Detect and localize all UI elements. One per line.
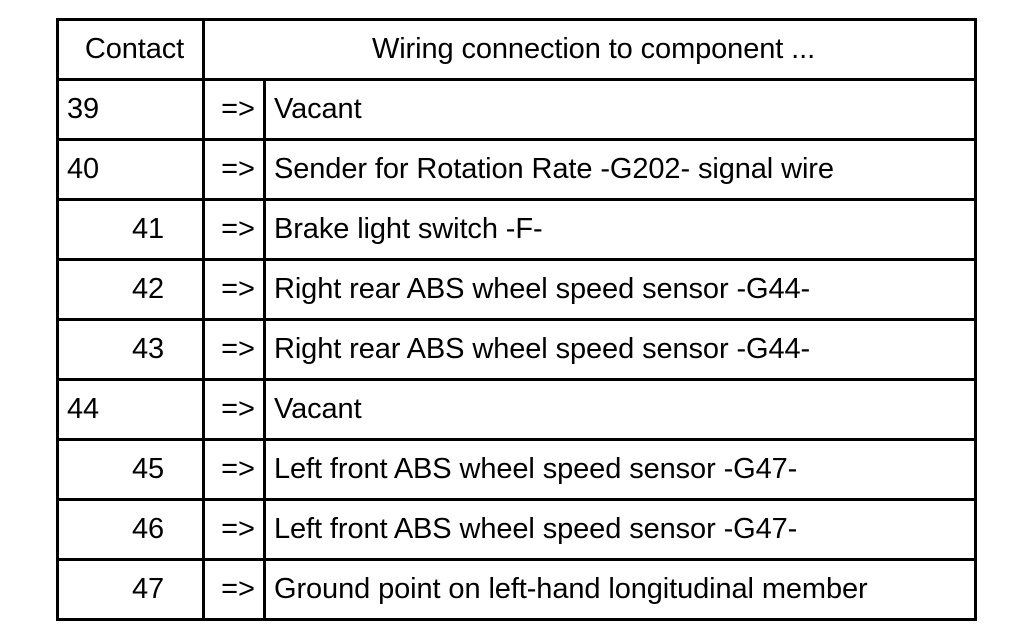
- wiring-description-cell: Left front ABS wheel speed sensor -G47-: [263, 438, 977, 501]
- contact-number-cell: 46: [56, 498, 205, 561]
- wiring-description-cell: Ground point on left-hand longitudinal m…: [263, 558, 977, 621]
- column-header-description: Wiring connection to component ...: [202, 18, 977, 81]
- contact-wiring-table: Contact Wiring connection to component .…: [56, 18, 977, 621]
- table-row: 46=>Left front ABS wheel speed sensor -G…: [56, 498, 977, 561]
- contact-number-cell: 42: [56, 258, 205, 321]
- table-row: 47=>Ground point on left-hand longitudin…: [56, 558, 977, 621]
- arrow-icon: =>: [202, 198, 266, 261]
- contact-number-cell: 45: [56, 438, 205, 501]
- arrow-icon: =>: [202, 78, 266, 141]
- arrow-icon: =>: [202, 438, 266, 501]
- table-row: 40=>Sender for Rotation Rate -G202- sign…: [56, 138, 977, 201]
- wiring-description-cell: Right rear ABS wheel speed sensor -G44-: [263, 258, 977, 321]
- arrow-icon: =>: [202, 558, 266, 621]
- table-row: 39=>Vacant: [56, 78, 977, 141]
- contact-number-cell: 39: [56, 78, 205, 141]
- table-row: 41=>Brake light switch -F-: [56, 198, 977, 261]
- table-row: 45=>Left front ABS wheel speed sensor -G…: [56, 438, 977, 501]
- wiring-description-cell: Vacant: [263, 378, 977, 441]
- contact-number-cell: 44: [56, 378, 205, 441]
- contact-number-cell: 41: [56, 198, 205, 261]
- arrow-icon: =>: [202, 318, 266, 381]
- wiring-description-cell: Left front ABS wheel speed sensor -G47-: [263, 498, 977, 561]
- arrow-icon: =>: [202, 498, 266, 561]
- wiring-description-cell: Brake light switch -F-: [263, 198, 977, 261]
- contact-number-cell: 47: [56, 558, 205, 621]
- table-header: Contact Wiring connection to component .…: [56, 18, 977, 81]
- arrow-icon: =>: [202, 378, 266, 441]
- wiring-description-cell: Sender for Rotation Rate -G202- signal w…: [263, 138, 977, 201]
- header-row: Contact Wiring connection to component .…: [56, 18, 977, 81]
- table-row: 44=>Vacant: [56, 378, 977, 441]
- contact-number-cell: 43: [56, 318, 205, 381]
- wiring-description-cell: Right rear ABS wheel speed sensor -G44-: [263, 318, 977, 381]
- arrow-icon: =>: [202, 258, 266, 321]
- table-row: 43=>Right rear ABS wheel speed sensor -G…: [56, 318, 977, 381]
- arrow-icon: =>: [202, 138, 266, 201]
- column-header-contact: Contact: [56, 18, 205, 81]
- wiring-description-cell: Vacant: [263, 78, 977, 141]
- contact-number-cell: 40: [56, 138, 205, 201]
- table-row: 42=>Right rear ABS wheel speed sensor -G…: [56, 258, 977, 321]
